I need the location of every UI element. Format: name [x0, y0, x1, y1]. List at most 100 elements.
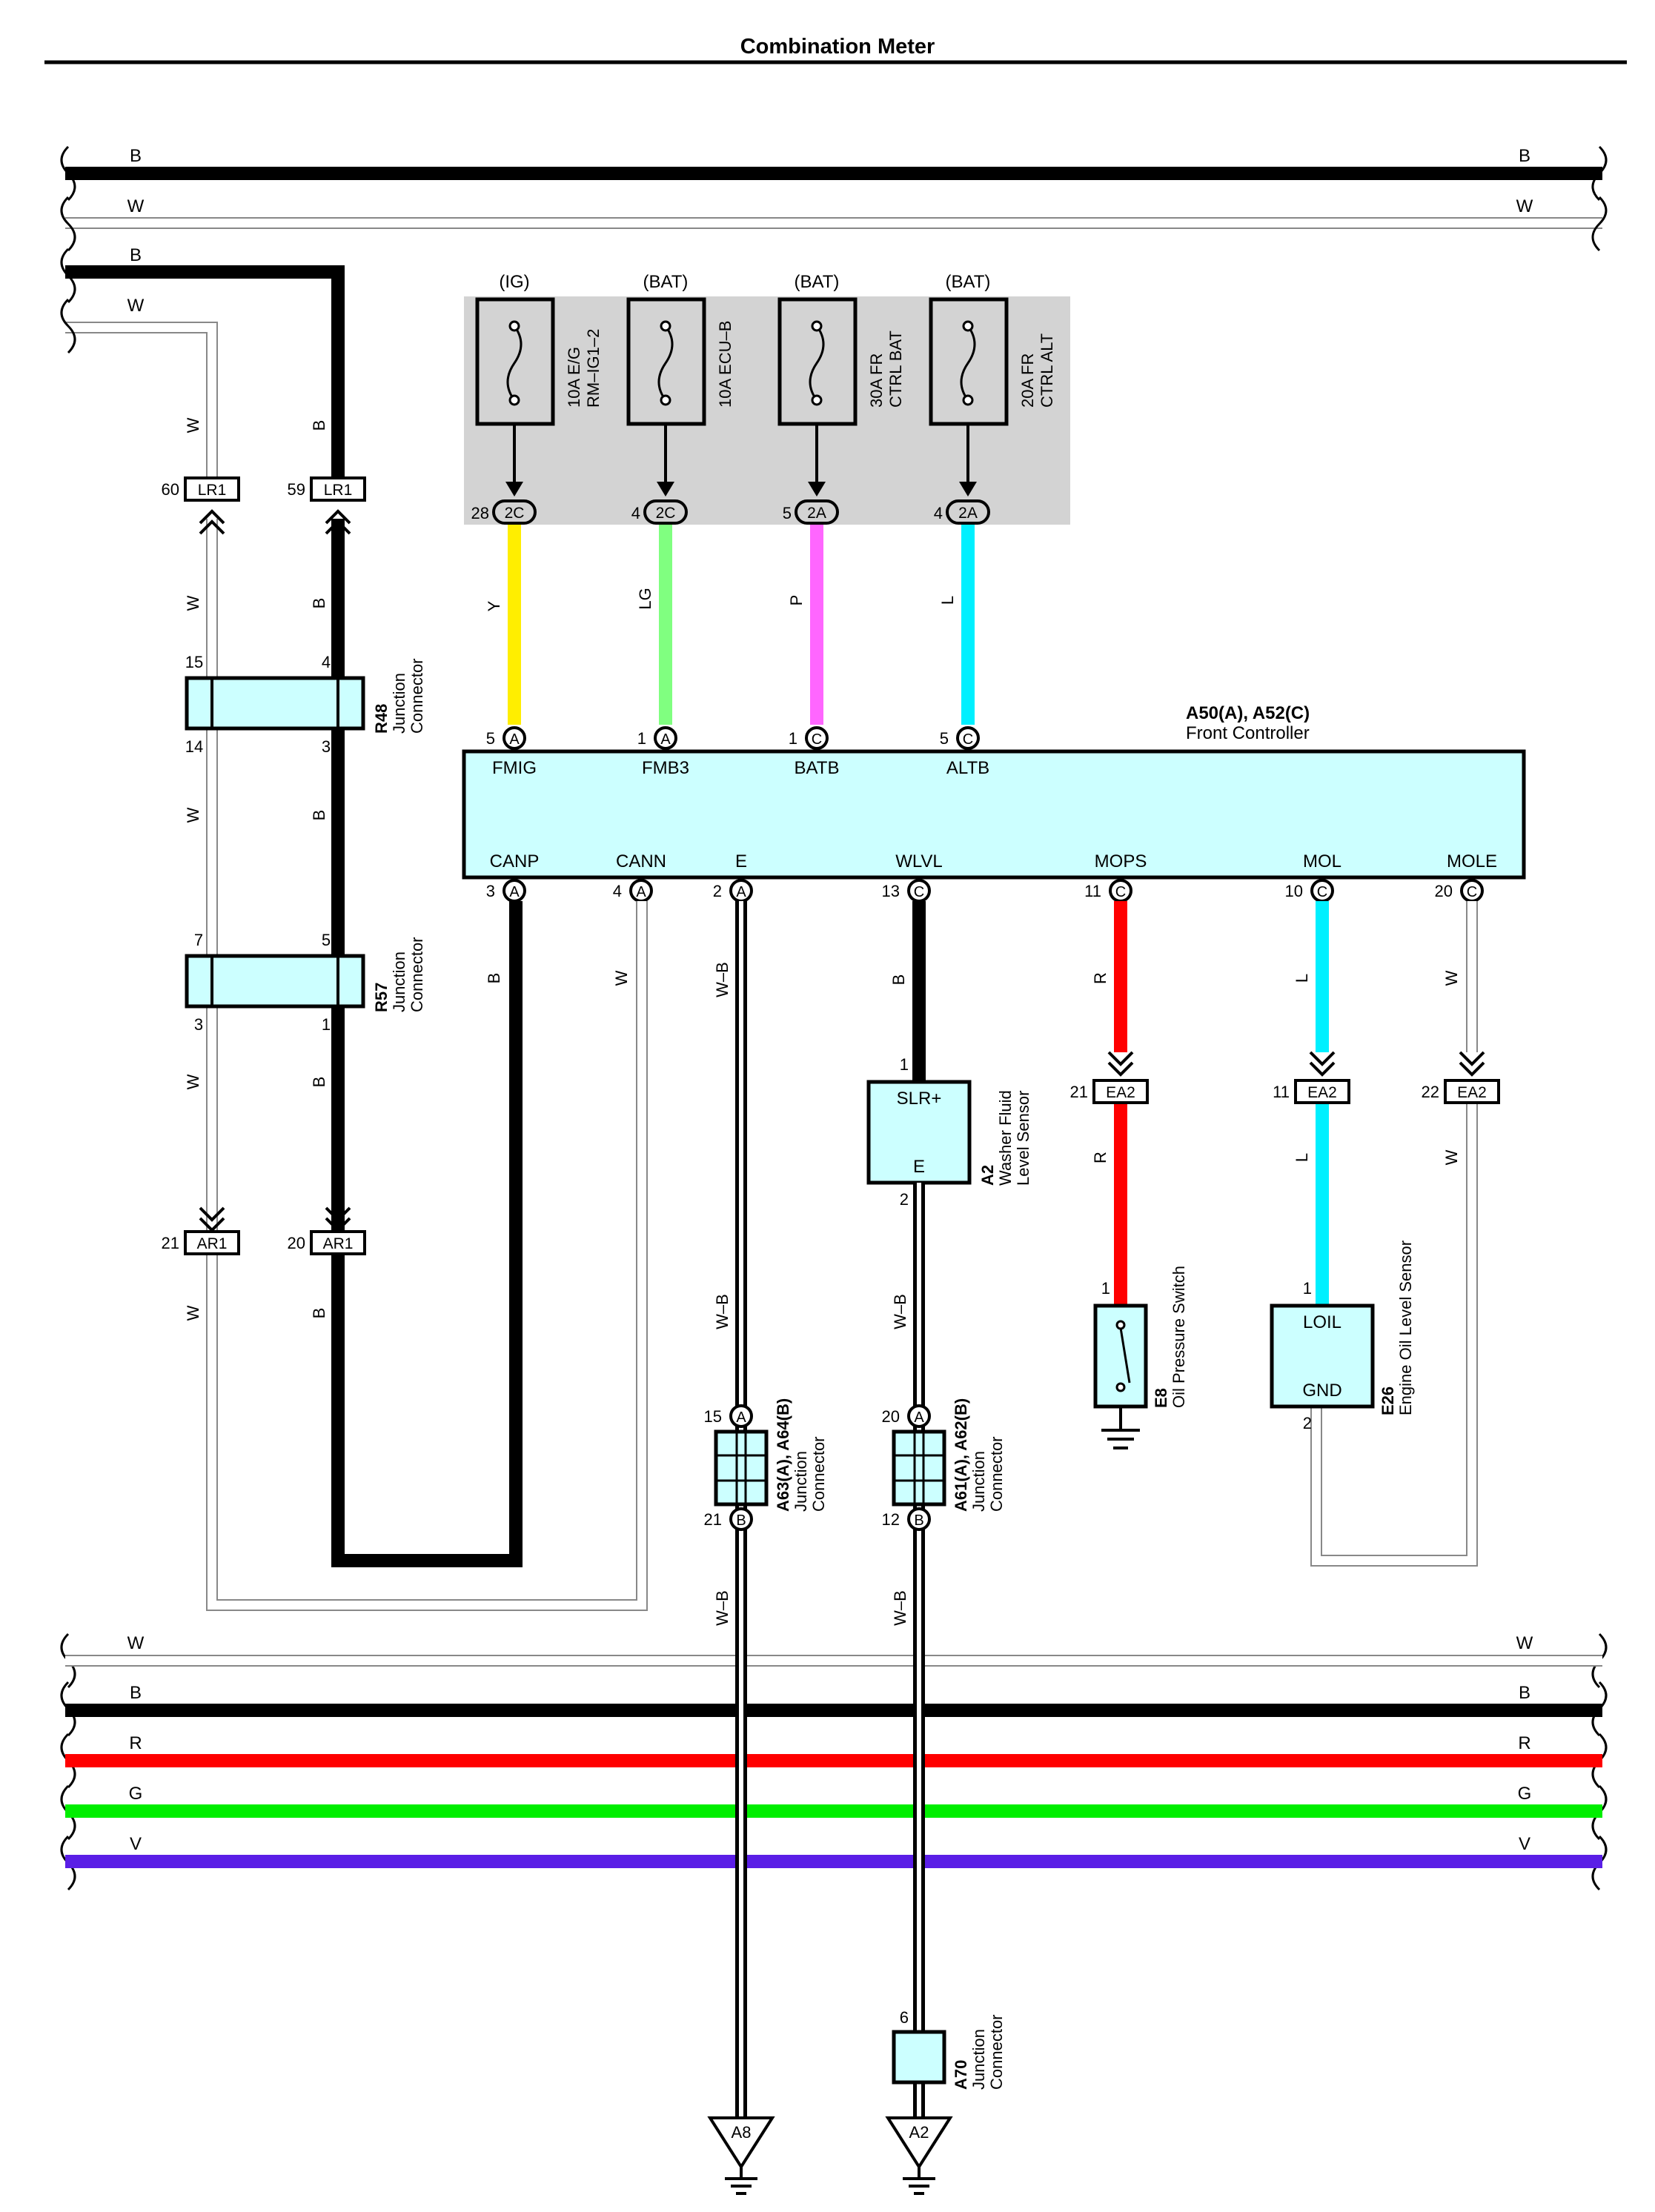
junction-a61-a62: A 20 B 12 A61(A), A62(B) Junction Connec…: [882, 1398, 1006, 1531]
wire-p: P: [787, 525, 823, 725]
left-branch-w: W: [65, 296, 218, 489]
svg-text:E: E: [735, 851, 747, 871]
svg-text:(IG): (IG): [499, 272, 529, 292]
wlvl-wire-b: B: [889, 901, 926, 1082]
svg-text:10A E/G: 10A E/G: [565, 347, 583, 408]
svg-text:C: C: [1115, 884, 1126, 900]
svg-text:21: 21: [162, 1234, 179, 1252]
fuse-icon: [809, 325, 825, 401]
svg-text:A: A: [509, 731, 520, 748]
svg-text:Connector: Connector: [987, 1436, 1006, 1512]
svg-text:10A ECU–B: 10A ECU–B: [716, 321, 734, 408]
svg-text:2A: 2A: [807, 505, 826, 522]
svg-text:B: B: [130, 245, 142, 265]
svg-text:A8: A8: [732, 2123, 752, 2142]
svg-text:Oil Pressure Switch: Oil Pressure Switch: [1170, 1266, 1188, 1408]
svg-text:60: 60: [162, 480, 179, 499]
junction-a70: 6 A70 Junction Connector: [892, 2008, 1006, 2090]
lr1-59: LR1 59 B: [288, 420, 366, 535]
svg-text:3: 3: [486, 882, 495, 900]
svg-text:B: B: [889, 974, 908, 986]
controller-top-pins: A 5 FMIG A 1 FMB3 C 1 BATB C 5 ALTB: [486, 726, 989, 778]
fuse-1: (IG) 10A E/G RM–IG1–2 2C 28: [471, 272, 603, 525]
controller-bottom-pins: CANP A 3 CANN A 4 E A 2 WLVL C 13 MOPS C…: [486, 851, 1497, 903]
svg-text:5: 5: [322, 931, 331, 949]
svg-text:C: C: [914, 884, 924, 900]
svg-text:11: 11: [1084, 882, 1101, 900]
svg-text:B: B: [310, 598, 328, 609]
svg-text:W: W: [184, 417, 202, 433]
svg-text:21: 21: [704, 1510, 722, 1529]
left-break-marks: [60, 145, 76, 1891]
top-bus-b: B B: [65, 146, 1602, 180]
svg-text:20A FR: 20A FR: [1018, 353, 1037, 408]
right-break-marks: [1591, 145, 1608, 1891]
svg-text:CTRL BAT: CTRL BAT: [886, 331, 905, 408]
svg-text:4: 4: [631, 504, 640, 522]
svg-text:Connector: Connector: [408, 937, 426, 1012]
svg-text:Junction: Junction: [390, 951, 408, 1012]
svg-text:W: W: [1442, 970, 1461, 986]
svg-text:2C: 2C: [656, 505, 676, 522]
svg-text:1: 1: [637, 729, 646, 748]
svg-text:22: 22: [1422, 1083, 1439, 1101]
svg-text:B: B: [310, 420, 328, 431]
svg-text:2A: 2A: [958, 505, 978, 522]
svg-text:5: 5: [940, 729, 949, 748]
svg-text:E: E: [913, 1157, 925, 1177]
svg-text:20: 20: [882, 1407, 900, 1426]
svg-text:CTRL ALT: CTRL ALT: [1038, 333, 1056, 408]
svg-text:6: 6: [900, 2008, 909, 2027]
svg-text:MOL: MOL: [1303, 851, 1341, 871]
svg-text:ALTB: ALTB: [946, 758, 989, 778]
svg-text:A70: A70: [952, 2060, 970, 2090]
left-w-wire: [206, 519, 648, 1611]
svg-text:R57: R57: [372, 983, 391, 1012]
ea2-11: EA2 11: [1273, 1051, 1350, 1104]
svg-text:CANP: CANP: [490, 851, 540, 871]
mops-wire: R R: [1091, 901, 1127, 1306]
svg-text:W: W: [1442, 1149, 1461, 1165]
svg-text:B: B: [1519, 1683, 1530, 1703]
svg-text:B: B: [130, 146, 142, 166]
svg-text:W–B: W–B: [891, 1294, 909, 1329]
svg-text:C: C: [1317, 884, 1327, 900]
svg-text:W–B: W–B: [891, 1590, 909, 1626]
left-wire-labels: W B W B W B W B: [184, 595, 328, 1321]
svg-text:2: 2: [713, 882, 722, 900]
svg-text:MOPS: MOPS: [1095, 851, 1147, 871]
front-controller: A50(A), A52(C) Front Controller: [462, 703, 1526, 880]
svg-text:A: A: [914, 1409, 924, 1426]
svg-text:BATB: BATB: [795, 758, 840, 778]
svg-text:E8: E8: [1152, 1388, 1170, 1408]
svg-text:4: 4: [934, 504, 943, 522]
svg-text:Junction: Junction: [792, 1451, 810, 1512]
svg-text:Connector: Connector: [987, 2014, 1006, 2090]
svg-text:15: 15: [704, 1407, 722, 1426]
svg-text:SLR+: SLR+: [897, 1089, 942, 1109]
ar1-21: AR1 21: [162, 1206, 240, 1255]
svg-text:GND: GND: [1302, 1381, 1341, 1401]
svg-text:AR1: AR1: [197, 1235, 228, 1252]
svg-text:MOLE: MOLE: [1447, 851, 1497, 871]
svg-text:(BAT): (BAT): [946, 272, 991, 292]
svg-text:A: A: [736, 884, 746, 900]
fuse-2: (BAT) 10A ECU–B 2C 4: [626, 272, 734, 525]
ground-wires-overlay: [735, 1645, 925, 1875]
svg-text:20: 20: [288, 1234, 305, 1252]
svg-text:(BAT): (BAT): [643, 272, 689, 292]
fuse-icon: [657, 325, 674, 401]
svg-text:LG: LG: [636, 588, 654, 609]
switch-icon: [1119, 1327, 1131, 1384]
svg-text:5: 5: [486, 729, 495, 748]
svg-text:B: B: [914, 1512, 923, 1529]
svg-text:20: 20: [1435, 882, 1453, 900]
svg-text:3: 3: [194, 1015, 203, 1034]
junction-r57: 7 5 3 1 R57 Junction Connector: [185, 931, 426, 1034]
ground-a8: A8: [707, 2116, 775, 2195]
top-bus-w: W W: [65, 196, 1602, 229]
svg-text:L: L: [938, 596, 957, 605]
svg-text:4: 4: [322, 653, 331, 671]
svg-text:A61(A), A62(B): A61(A), A62(B): [952, 1398, 970, 1512]
svg-text:R48: R48: [372, 704, 391, 734]
